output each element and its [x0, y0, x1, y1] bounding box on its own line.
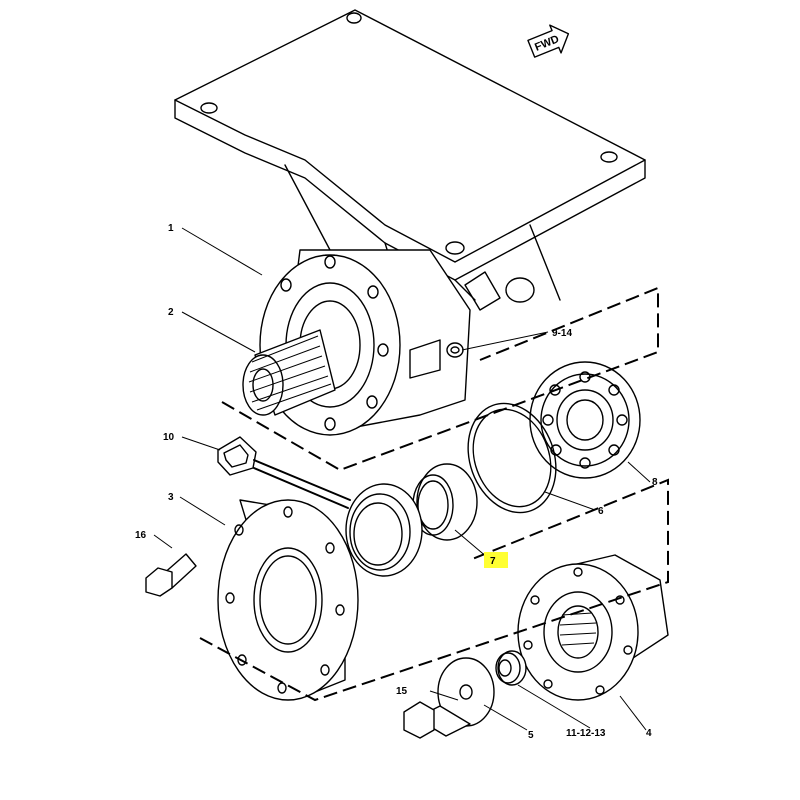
assembly-boundaries — [199, 286, 669, 702]
callout-6: 6 — [598, 506, 604, 517]
bearing — [529, 361, 641, 479]
callout-15: 15 — [396, 686, 408, 697]
callout-2: 2 — [168, 307, 174, 318]
fwd-arrow-icon: FWD — [527, 24, 570, 58]
callout-11-12-13: 11-12-13 — [566, 728, 606, 739]
callout-16: 16 — [135, 530, 147, 541]
callout-9-14: 9-14 — [552, 328, 572, 339]
seal-detail-inset — [217, 436, 351, 509]
callout-8: 8 — [652, 477, 658, 488]
leader-lines — [153, 227, 651, 731]
callout-4: 4 — [646, 728, 652, 739]
callout-3: 3 — [168, 492, 174, 503]
callout-10: 10 — [163, 432, 175, 443]
callout-7: 7 — [490, 556, 496, 567]
callout-5: 5 — [528, 730, 534, 741]
flat-washer — [437, 657, 495, 727]
callout-labels: 1 2 9-14 10 3 16 8 6 7 15 5 11-12-13 4 — [135, 223, 658, 741]
oil-seal — [345, 483, 423, 577]
bolt-15 — [403, 701, 471, 739]
o-ring-gasket — [467, 402, 557, 514]
splined-shaft — [242, 329, 336, 416]
output-flange — [517, 554, 669, 701]
bolt-16 — [145, 553, 197, 597]
nut-stack — [495, 650, 527, 686]
grease-fitting — [446, 342, 464, 358]
callout-1: 1 — [168, 223, 174, 234]
callout-7-highlight — [484, 552, 508, 568]
adapter-flange — [217, 499, 359, 701]
